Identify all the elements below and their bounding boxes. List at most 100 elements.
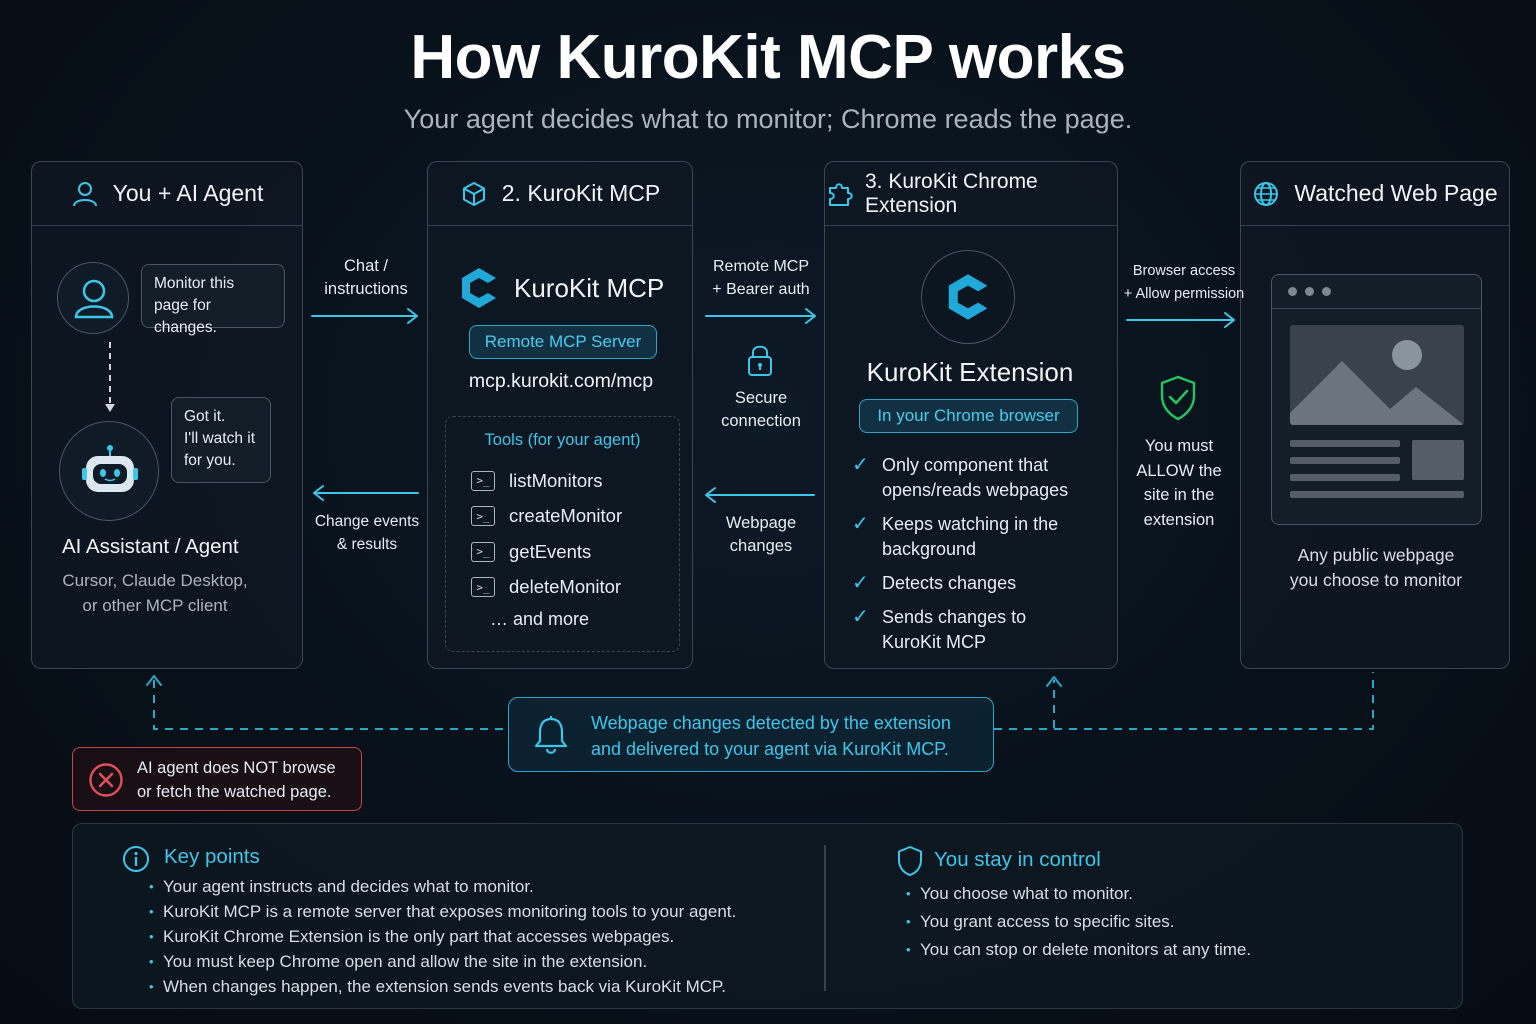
flow-label-line: Chat / <box>343 257 389 275</box>
page-subtitle: Your agent decides what to monitor; Chro… <box>403 104 1133 134</box>
agent-message-line: Got it. <box>184 408 226 425</box>
control-title: You stay in control <box>934 848 1101 871</box>
check-icon: ✓ <box>852 572 869 594</box>
tool-item: >_deleteMonitor <box>471 570 679 606</box>
flow-label-line: Remote MCP <box>712 258 810 275</box>
agent-description-line: Cursor, Claude Desktop, <box>62 571 248 590</box>
browser-mockup <box>1271 274 1482 525</box>
warning-text: AI agent does NOT browse or fetch the wa… <box>137 756 336 804</box>
control-item: You can stop or delete monitors at any t… <box>906 936 1386 964</box>
tool-item: >_getEvents <box>471 534 679 570</box>
feature-text: background <box>882 539 977 559</box>
feedback-arrowhead-extension <box>1046 676 1062 687</box>
user-message-line: Monitor this <box>154 275 235 292</box>
feature-text: opens/reads webpages <box>882 480 1069 500</box>
key-points-title: Key points <box>164 845 260 868</box>
check-icon: ✓ <box>852 606 869 628</box>
flow-label-line: You must <box>1144 437 1214 455</box>
webpage-card-title: Watched Web Page <box>1294 180 1498 206</box>
tools-title: Tools (for your agent) <box>484 431 641 449</box>
flow-label-chat: Chat / instructions <box>306 255 426 301</box>
key-points-list: Your agent instructs and decides what to… <box>149 874 829 999</box>
user-message-bubble: Monitor this page for changes. <box>141 264 285 336</box>
key-point-item: Your agent instructs and decides what to… <box>149 874 829 899</box>
globe-icon <box>1254 181 1279 206</box>
key-point-item: KuroKit Chrome Extension is the only par… <box>149 924 829 949</box>
arrow-changes <box>705 487 815 503</box>
flow-label-line: + Allow permission <box>1123 286 1245 302</box>
flow-label-line: + Bearer auth <box>712 281 810 298</box>
arrow-browser <box>1126 312 1235 328</box>
terminal-icon: >_ <box>471 470 495 491</box>
robot-avatar <box>59 421 159 521</box>
mcp-card-title: 2. KuroKit MCP <box>501 180 661 206</box>
feedback-line-webpage <box>994 672 1374 730</box>
webpage-caption: Any public webpage you choose to monitor <box>1241 543 1511 593</box>
control-item: You choose what to monitor. <box>906 880 1386 908</box>
agent-message-line: for you. <box>184 452 236 469</box>
error-x-icon <box>89 763 123 797</box>
mcp-brand-name: KuroKit MCP <box>514 272 665 303</box>
tool-name: deleteMonitor <box>509 576 622 598</box>
tool-name: listMonitors <box>509 469 603 491</box>
tools-more: … and more <box>490 609 590 629</box>
flow-label-line: Secure <box>734 389 788 407</box>
image-placeholder-icon <box>1290 325 1464 425</box>
delivery-notice-line: and delivered to your agent via KuroKit … <box>591 739 949 759</box>
summary-panel: Key points Your agent instructs and deci… <box>72 823 1463 1009</box>
tool-name: createMonitor <box>509 505 623 527</box>
flow-label-secure: Secure connection <box>700 387 822 433</box>
page-title: How KuroKit MCP works <box>410 23 1126 92</box>
user-message-line: page for changes. <box>154 297 217 336</box>
feature-item: ✓ Sends changes to KuroKit MCP <box>852 605 1102 655</box>
arrow-chat <box>311 308 418 324</box>
agent-description-line: or other MCP client <box>82 596 228 615</box>
extension-card-header: 3. KuroKit Chrome Extension <box>825 162 1117 226</box>
mcp-card-header: 2. KuroKit MCP <box>428 162 692 226</box>
warning-line: AI agent does NOT browse <box>137 759 336 777</box>
info-icon <box>123 846 149 872</box>
flow-label-changes: Webpage changes <box>700 512 822 558</box>
flow-label-line: changes <box>729 537 793 555</box>
flow-label-line: connection <box>721 412 801 430</box>
check-icon: ✓ <box>852 454 869 476</box>
flow-label-remote: Remote MCP + Bearer auth <box>698 255 824 301</box>
agent-message-line: I'll watch it <box>184 430 256 447</box>
kurokit-logo-icon <box>462 268 496 308</box>
extension-card-title: 3. KuroKit Chrome Extension <box>865 169 1038 217</box>
flow-label-line: Change events <box>314 513 420 530</box>
flow-label-browser: Browser access + Allow permission <box>1122 260 1246 306</box>
agent-card-title: You + AI Agent <box>112 180 264 206</box>
flow-label-line: site in the <box>1143 486 1215 504</box>
cube-icon <box>462 181 485 206</box>
webpage-caption-line: you choose to monitor <box>1289 570 1463 590</box>
agent-message-bubble: Got it. I'll watch it for you. <box>171 397 271 483</box>
agent-description: Cursor, Claude Desktop, or other MCP cli… <box>32 568 278 618</box>
warning-box: AI agent does NOT browse or fetch the wa… <box>72 747 362 811</box>
terminal-icon: >_ <box>471 506 495 527</box>
feedback-line-agent <box>153 680 508 730</box>
lock-icon <box>748 345 772 376</box>
delivery-notice-line: Webpage changes detected by the extensio… <box>591 713 951 733</box>
key-point-item: You must keep Chrome open and allow the … <box>149 949 829 974</box>
agent-card-header: You + AI Agent <box>32 162 302 226</box>
agent-title: AI Assistant / Agent <box>62 535 239 558</box>
feature-text: Sends changes to <box>882 607 1027 627</box>
feedback-arrowhead-agent <box>146 675 162 686</box>
user-icon <box>72 181 97 206</box>
webpage-caption-line: Any public webpage <box>1297 545 1455 565</box>
down-arrow-dashed <box>105 342 115 412</box>
check-icon: ✓ <box>852 513 869 535</box>
feature-text: Only component that <box>882 455 1049 475</box>
arrow-events <box>313 485 419 501</box>
delivery-notice: Webpage changes detected by the extensio… <box>508 697 994 772</box>
extension-brand-name: KuroKit Extension <box>866 357 1074 387</box>
user-avatar <box>57 262 129 334</box>
browser-toolbar <box>1272 275 1481 309</box>
tool-item: >_ listMonitors <box>471 463 679 499</box>
feature-text: KuroKit MCP <box>882 632 987 652</box>
extension-features: ✓ Only component that opens/reads webpages… <box>852 453 1102 655</box>
user-avatar-icon <box>74 279 114 319</box>
extension-logo <box>921 250 1015 344</box>
